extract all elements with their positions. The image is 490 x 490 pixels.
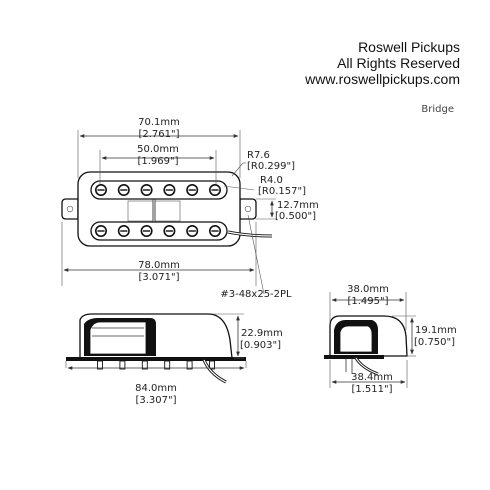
company-name: Roswell Pickups (358, 39, 460, 55)
inner-radius-mm: R4.0 (260, 175, 283, 186)
total-length-mm: 78.0mm (138, 260, 180, 271)
left-mounting-tab (61, 198, 79, 220)
left-tab-hole (66, 205, 74, 213)
rights-notice: All Rights Reserved (337, 55, 460, 71)
tab-width-in: [0.500"] (275, 211, 316, 222)
right-mounting-tab (239, 198, 257, 220)
pole-screw-bottom-2 (117, 225, 130, 238)
total-length-in: [3.071"] (138, 272, 179, 283)
end-height-mm: 19.1mm (415, 325, 457, 336)
pole-screw-top-5 (186, 184, 199, 197)
end-width-bottom-mm: 38.4mm (351, 372, 393, 383)
right-tab-hole (244, 205, 252, 213)
end-width-top-in: [1.495"] (347, 296, 388, 307)
pole-screw-bottom-5 (186, 225, 199, 238)
end-width-bottom-in: [1.511"] (351, 384, 392, 395)
pole-screw-top-2 (117, 184, 130, 197)
end-baseplate (324, 355, 384, 359)
pole-screw-top-3 (140, 184, 153, 197)
pole-screw-bottom-4 (163, 225, 176, 238)
pole-screw-top-1 (95, 184, 108, 197)
pole-screw-bottom-1 (95, 225, 108, 238)
end-height-in: [0.750"] (414, 337, 455, 348)
spacing-dimension-in: [1.969"] (137, 156, 178, 167)
front-side-view: 22.9mm [0.903"] 84.0mm [3.307"] (65, 313, 283, 406)
outer-radius-mm: R7.6 (247, 150, 270, 161)
inner-radius-in: [R0.157"] (258, 186, 306, 197)
screw-spec: #3-48x25-2PL (220, 289, 292, 300)
end-side-view: 38.0mm [1.495"] 19.1mm [0.750"] 38.4mm [… (324, 284, 457, 395)
pole-screw-bottom-3 (140, 225, 153, 238)
outer-radius-in: [R0.299"] (247, 161, 295, 172)
length-dimension-mm: 70.1mm (138, 117, 180, 128)
pickup-position-label: Bridge (421, 104, 454, 115)
pole-screw-top-6 (209, 184, 222, 197)
pole-screw-bottom-6 (209, 225, 222, 238)
length-dimension-in: [2.761"] (138, 129, 179, 140)
pole-row-bottom (90, 221, 228, 241)
pole-screws-top (95, 184, 222, 197)
height-in: [0.903"] (240, 340, 281, 351)
top-view: 70.1mm [2.761"] 50.0mm [1.969"] R7.6 [R0… (61, 117, 319, 300)
pole-screws-bottom (95, 225, 222, 238)
front-baseplate (66, 357, 246, 361)
spacing-dimension-mm: 50.0mm (137, 144, 179, 155)
pole-screw-top-4 (163, 184, 176, 197)
height-mm: 22.9mm (241, 328, 283, 339)
pole-row-top (90, 180, 228, 200)
website-url[interactable]: www.roswellpickups.com (304, 71, 460, 87)
lead-wire-front (202, 359, 227, 384)
base-length-in: [3.307"] (135, 395, 176, 406)
tab-width-mm: 12.7mm (277, 200, 319, 211)
base-length-mm: 84.0mm (135, 383, 177, 394)
end-width-top-mm: 38.0mm (347, 284, 389, 295)
